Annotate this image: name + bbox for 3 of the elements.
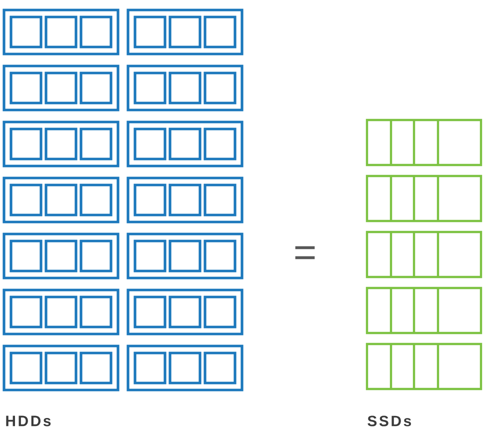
equals-sign: = [295,246,315,260]
axis-label: HDDs [6,416,51,426]
axis-label: SSDs [368,416,411,426]
